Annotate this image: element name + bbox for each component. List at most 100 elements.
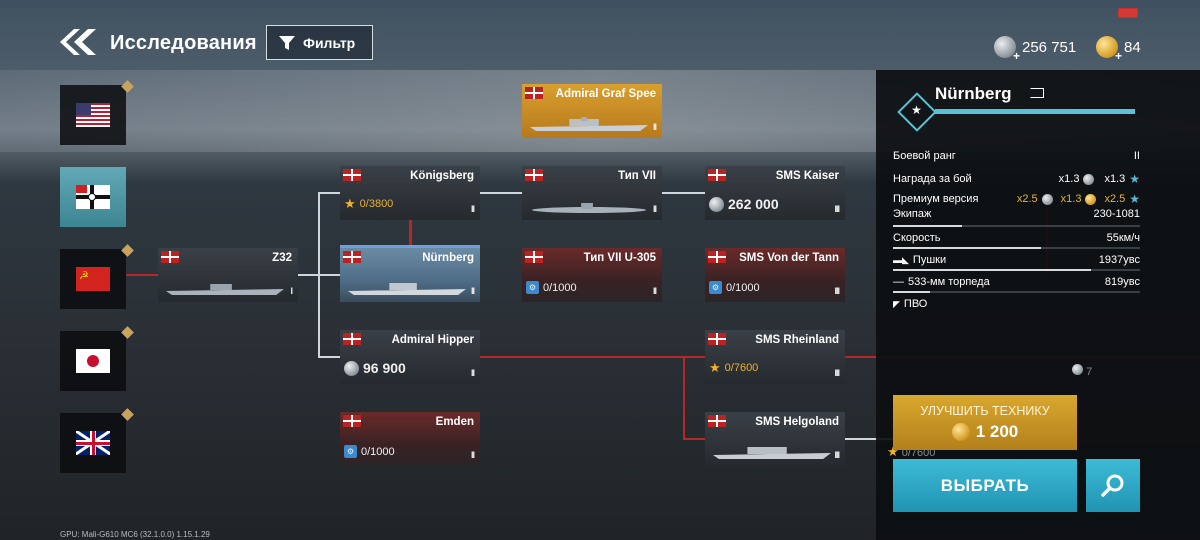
- stat-label: Награда за бой: [893, 173, 972, 185]
- nation-tab-uk[interactable]: [60, 408, 134, 473]
- tier-badge: II: [652, 204, 657, 214]
- select-button[interactable]: ВЫБРАТЬ: [893, 459, 1077, 512]
- german-flag-icon: [343, 333, 361, 345]
- ship-name: Admiral Graf Spee: [555, 88, 656, 100]
- filter-label: Фильтр: [303, 34, 356, 51]
- tier-badge: II: [470, 286, 475, 296]
- ship-card-z32[interactable]: Z32 I: [158, 248, 298, 302]
- tier-badge: II: [470, 450, 475, 460]
- star-icon: ★: [344, 196, 356, 211]
- tech-line: [683, 356, 685, 440]
- tech-line: [126, 274, 160, 276]
- us-flag-icon: [76, 103, 110, 127]
- ship-card-typ-vii[interactable]: Тип VII II: [522, 166, 662, 220]
- nation-marker-icon: [121, 408, 134, 421]
- ship-name: SMS Rheinland: [755, 334, 839, 346]
- ship-card-typ-vii-u305[interactable]: Тип VII U-305 ⚙0/1000 II: [522, 248, 662, 302]
- tech-line: [480, 356, 705, 358]
- stat-value: 230-1081: [1093, 208, 1141, 220]
- research-progress: ★0/3800: [344, 196, 393, 212]
- ship-card-sms-rheinland[interactable]: SMS Rheinland ★0/7600 III: [705, 330, 845, 384]
- german-flag-icon: [708, 251, 726, 263]
- tech-line: [298, 274, 318, 276]
- tier-badge: III: [834, 450, 839, 460]
- progress-value: 0/3800: [359, 198, 394, 210]
- tier-badge: II: [470, 204, 475, 214]
- ship-card-emden[interactable]: Emden ⚙0/1000 II: [340, 412, 480, 466]
- nation-tab-japan[interactable]: [60, 326, 134, 391]
- stat-label: Пушки: [912, 254, 947, 266]
- german-flag-icon: [343, 251, 361, 263]
- german-flag-icon: [343, 415, 361, 427]
- progress-value: 0/1000: [726, 281, 760, 294]
- german-flag-icon: [525, 251, 543, 263]
- tech-line: [318, 192, 340, 194]
- stat-label: 533-мм торпеда: [908, 276, 990, 288]
- gold-coin-icon: [1085, 193, 1097, 205]
- nation-marker-icon: [121, 326, 134, 339]
- ship-card-admiral-hipper[interactable]: Admiral Hipper 96 900 II: [340, 330, 480, 384]
- stat-value: 819увс: [1104, 276, 1140, 288]
- ship-card-sms-helgoland[interactable]: SMS Helgoland III: [705, 412, 845, 466]
- silver-amount: 256 751: [1022, 38, 1077, 56]
- silver-balance[interactable]: + 256 751: [994, 36, 1077, 63]
- nation-tab-usa[interactable]: [60, 80, 134, 145]
- gold-balance[interactable]: + 84: [1096, 36, 1141, 63]
- tech-line: [683, 438, 705, 440]
- back-button[interactable]: [58, 26, 102, 58]
- ship-silhouette-icon: [530, 117, 648, 131]
- reward-silver-multiplier: x1.3: [1058, 173, 1080, 185]
- double-chevron-left-icon: [60, 29, 96, 55]
- selected-ship-name: Nürnberg: [935, 84, 1012, 103]
- price-value: 96 900: [363, 360, 406, 376]
- ship-card-nurnberg[interactable]: Nürnberg II: [340, 245, 480, 302]
- battery-icon: [1118, 8, 1138, 18]
- inspect-button[interactable]: [1086, 459, 1140, 512]
- ship-name: SMS Helgoland: [755, 416, 839, 428]
- stat-bar: [893, 225, 1140, 227]
- stat-rank: Боевой ранг II: [893, 150, 1140, 162]
- ship-name: SMS Kaiser: [775, 170, 839, 182]
- stat-label: Боевой ранг: [893, 150, 956, 162]
- soviet-flag-icon: ☭: [76, 267, 110, 291]
- gold-coin-icon: [951, 423, 970, 441]
- nation-tab-germany[interactable]: [60, 167, 126, 227]
- build-info: GPU: Mali-G610 MC6 (32.1.0.0) 1.15.1.29: [60, 530, 210, 539]
- german-flag-icon: [525, 169, 543, 181]
- upgrade-vehicle-button[interactable]: УЛУЧШИТЬ ТЕХНИКУ 1 200: [893, 395, 1077, 450]
- ship-card-konigsberg[interactable]: Königsberg ★0/3800 II: [340, 166, 480, 220]
- ship-name: Admiral Hipper: [391, 334, 474, 346]
- magnifier-icon: [1101, 474, 1124, 497]
- ship-name: Тип VII U-305: [583, 252, 656, 264]
- submarine-silhouette-icon: [530, 199, 648, 213]
- ship-name: SMS Von der Tann: [739, 252, 839, 264]
- gold-amount: 84: [1124, 38, 1141, 56]
- tier-badge: III: [834, 204, 839, 214]
- tier-badge: I: [290, 286, 292, 296]
- ship-silhouette-icon: [713, 445, 831, 459]
- star-icon: ★: [887, 444, 899, 459]
- filter-funnel-icon: [279, 35, 295, 50]
- stat-crew: Экипаж 230-1081: [893, 208, 1140, 220]
- stat-label: Экипаж: [893, 208, 932, 220]
- tech-line: [318, 274, 340, 276]
- research-progress: ★0/7600: [709, 360, 758, 376]
- purchase-price: 96 900: [344, 360, 406, 376]
- research-xp-icon: ⚙: [526, 281, 539, 294]
- filter-button[interactable]: Фильтр: [266, 25, 373, 60]
- german-flag-icon: [161, 251, 179, 263]
- stat-value: 55км/ч: [1106, 232, 1140, 244]
- nation-tab-ussr[interactable]: ☭: [60, 244, 134, 309]
- ship-card-sms-kaiser[interactable]: SMS Kaiser 262 000 III: [705, 166, 845, 220]
- research-progress: ⚙0/1000: [526, 281, 577, 294]
- tag-icon[interactable]: [1030, 88, 1044, 98]
- ship-name: Z32: [272, 252, 292, 264]
- silver-coin-icon: [1041, 193, 1053, 205]
- ship-card-graf-spee[interactable]: Admiral Graf Spee II: [522, 84, 662, 138]
- tier-badge: II: [652, 122, 657, 132]
- ship-card-von-der-tann[interactable]: SMS Von der Tann ⚙0/1000 III: [705, 248, 845, 302]
- premium-gold-multiplier: x1.3: [1060, 193, 1082, 205]
- uk-flag-icon: [76, 431, 110, 455]
- page-title: Исследования: [110, 32, 257, 54]
- stat-guns: ▬◣Пушки 1937увс: [893, 254, 1140, 266]
